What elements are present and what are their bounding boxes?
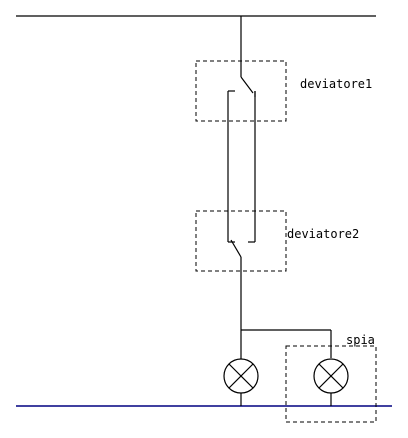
indicator-lamp-box (285, 345, 377, 423)
switch-2-lever (230, 239, 242, 258)
switch-2-box (195, 210, 287, 272)
lamp-icon (223, 358, 259, 394)
switch-2 (195, 210, 287, 272)
switch-1-label: deviatore1 (300, 77, 372, 91)
indicator-lamp-label: spia (346, 333, 375, 347)
switch-2-label: deviatore2 (287, 227, 359, 241)
switch-1-lever (240, 76, 254, 94)
indicator-lamp-icon (313, 358, 349, 394)
switch-1-box (195, 60, 287, 122)
